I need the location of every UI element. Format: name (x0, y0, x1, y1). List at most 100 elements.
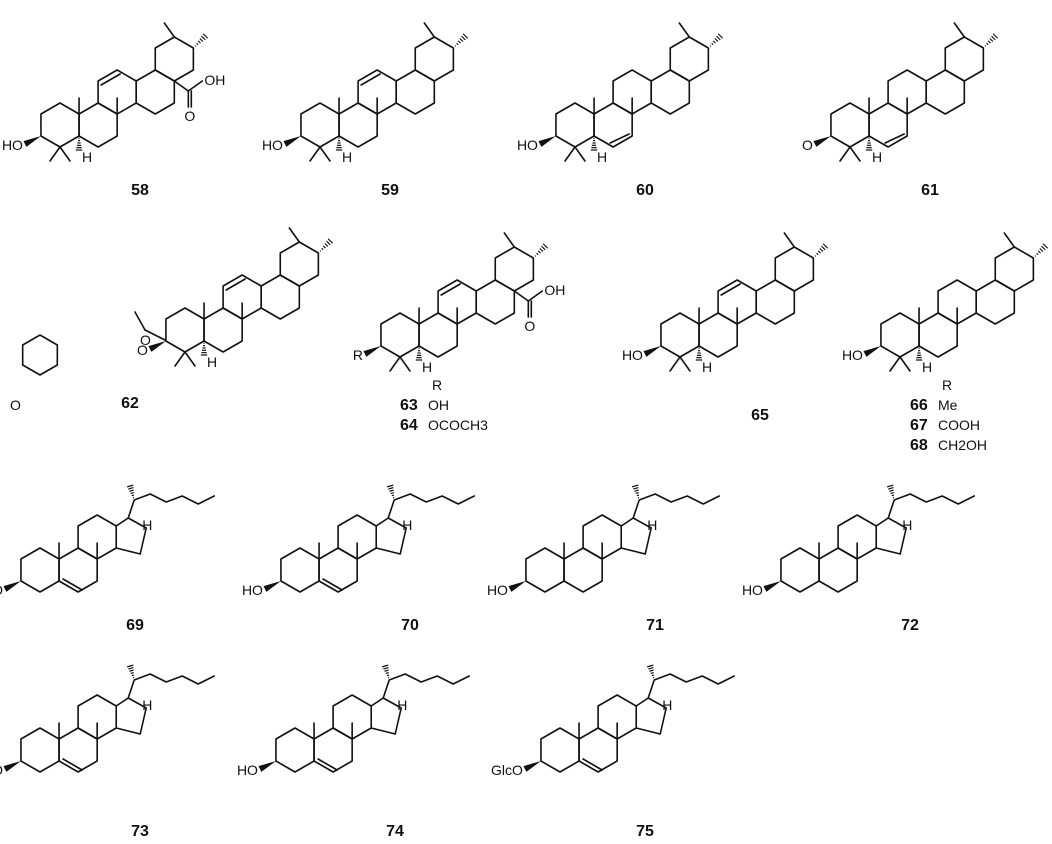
ring-D (635, 697, 668, 735)
compound-number-60: 60 (636, 182, 654, 199)
ring-B (563, 547, 603, 593)
methyl (319, 146, 331, 162)
r-row-id: 66 (910, 397, 928, 414)
acid-label: OH (544, 282, 565, 298)
methyl-hashed (984, 33, 999, 47)
methoxy-label: O (10, 397, 21, 413)
ring-B (203, 307, 243, 353)
ring-E (774, 246, 815, 292)
ring-D (925, 69, 966, 115)
methyl-hashed (126, 484, 135, 499)
ring-A (275, 727, 315, 773)
ring-D (475, 279, 516, 325)
ring-D (375, 517, 408, 555)
ring-E (669, 36, 710, 82)
h-bond (415, 347, 423, 361)
methyl (1003, 232, 1016, 248)
methyl (574, 146, 586, 162)
ring-D (260, 274, 301, 320)
h-label: H (662, 697, 672, 713)
r-row-id: 63 (400, 397, 418, 414)
methyl (503, 232, 516, 248)
compound-number-75: 75 (636, 823, 654, 840)
h-bond (865, 137, 873, 151)
ring-A (660, 312, 700, 358)
structure-70: HHO (242, 484, 476, 598)
ring-E (944, 36, 985, 82)
structure-66: HHO (842, 232, 1049, 375)
methyl (309, 146, 321, 162)
ring-E (494, 246, 535, 292)
ring-E (994, 246, 1035, 292)
h-label: H (922, 359, 932, 375)
ring-B (593, 102, 633, 148)
ring-A (830, 102, 870, 148)
methyl (783, 232, 796, 248)
compound-number-62: 62 (121, 395, 139, 412)
structure-69: HHO (0, 484, 216, 598)
ring-B (578, 727, 618, 773)
c3-wedge (3, 581, 21, 592)
acid-label: OH (204, 72, 225, 88)
side-chain (127, 673, 216, 699)
h-label: H (207, 354, 217, 370)
r-row-value: CH2OH (938, 437, 987, 453)
methyl (899, 356, 911, 372)
methyl (59, 146, 71, 162)
structure-62: HO (137, 227, 334, 370)
double-bond (62, 758, 83, 771)
c3-wedge (3, 761, 21, 772)
c3-group: O (802, 137, 813, 153)
structure-74: HHO (237, 664, 471, 778)
h-bond (200, 342, 208, 356)
h-label: H (422, 359, 432, 375)
side-chain (127, 493, 216, 519)
compound-number-65: 65 (751, 407, 769, 424)
h-label: H (902, 517, 912, 533)
acid-o-label: O (184, 108, 195, 124)
methyl-hashed (454, 33, 469, 47)
ring-E (414, 36, 455, 82)
methyl-hashed (319, 238, 334, 252)
methyl-hashed (126, 664, 135, 679)
methyl-hashed (381, 664, 390, 679)
methyl-hashed (194, 33, 209, 47)
side-chain (387, 493, 476, 519)
c3-group: HO (242, 582, 263, 598)
ring-A (380, 312, 420, 358)
c3-group: HO (742, 582, 763, 598)
h-label: H (142, 697, 152, 713)
ring-D (370, 697, 403, 735)
ring-D (650, 69, 691, 115)
double-bond (62, 578, 83, 591)
ring-B (58, 727, 98, 773)
methyl (889, 356, 901, 372)
ring-E (279, 241, 320, 287)
ring-D (875, 517, 908, 555)
c3-group: O (137, 342, 148, 358)
ring-D (115, 697, 148, 735)
c3-wedge (813, 136, 831, 147)
c3-group: HO (487, 582, 508, 598)
methyl-hashed (709, 33, 724, 47)
c3-wedge (258, 761, 276, 772)
h-bond (695, 347, 703, 361)
r-row-value: OCOCH3 (428, 417, 488, 433)
compound-number-72: 72 (901, 617, 919, 634)
methyl (679, 356, 691, 372)
h-bond (590, 137, 598, 151)
structure-71: HHO (487, 484, 721, 598)
methyl (163, 22, 176, 38)
ring-B (58, 547, 98, 593)
ring-A (525, 547, 565, 593)
c3-group: HO (0, 762, 3, 778)
ring-D (395, 69, 436, 115)
r-row-id: 64 (400, 417, 418, 434)
compound-number-59: 59 (381, 182, 399, 199)
carboxyl-bond (187, 80, 204, 92)
ring-A (555, 102, 595, 148)
ring-A (165, 307, 205, 353)
carboxyl-bond (513, 290, 530, 302)
ring-D (135, 69, 176, 115)
h-bond (915, 347, 923, 361)
